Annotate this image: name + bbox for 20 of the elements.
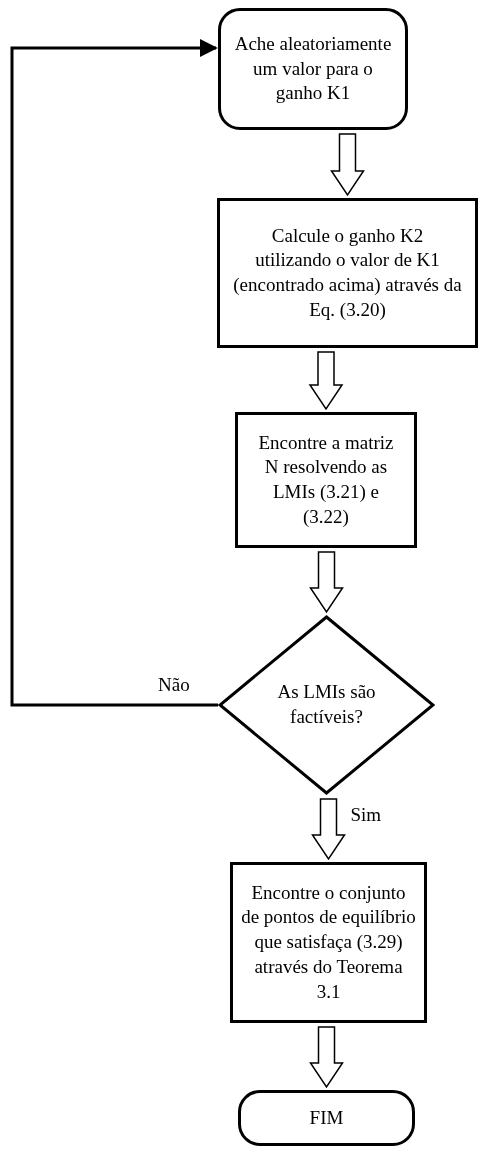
node-text: Ache aleatoriamente um valor para o ganho K1 [233,31,393,106]
terminal-box [218,8,408,130]
block-arrow [330,133,365,197]
node-text: Calcule o ganho K2 utilizando o valor de K1 (encontrado acima) através da Eq. (3.20) [232,223,463,322]
block-arrow [311,798,346,861]
block-arrow [308,351,344,411]
block-arrow [309,1026,344,1089]
edge-label: Sim [350,805,382,824]
process-box [230,862,427,1023]
block-arrow [309,551,344,614]
node-text: Encontre a matriz N resolvendo as LMIs (3.21) e (3.22) [257,430,395,529]
node-text: FIM [309,1105,344,1130]
decision-diamond [218,615,435,795]
edge-label: Não [158,675,190,694]
terminal-box [238,1090,415,1146]
loop-arrow [10,39,218,707]
node-text: Encontre o conjunto de pontos de equilíbrio que satisfaça (3.29) através do Teorema 3.1 [241,880,416,1004]
node-text: As LMIs são factíveis? [276,680,377,729]
process-box [235,412,417,548]
process-box [217,198,478,348]
